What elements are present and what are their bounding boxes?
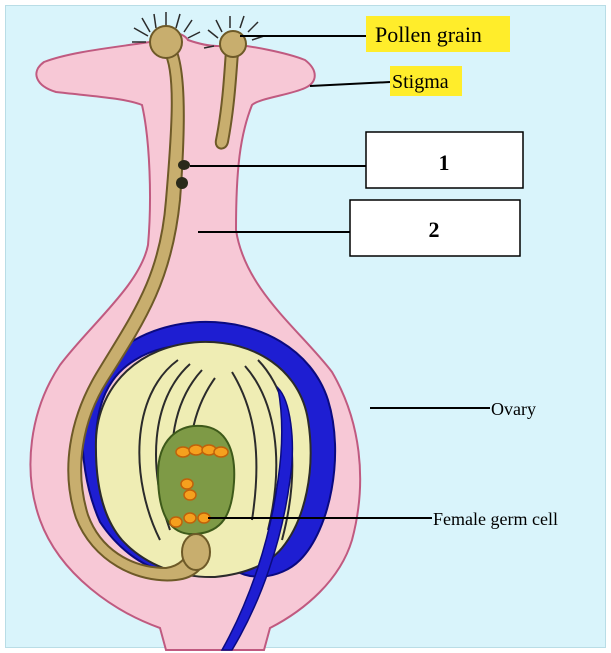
stigma-label: Stigma (392, 71, 449, 93)
pollen-tube-tip (182, 534, 210, 570)
pollen-grain-1 (150, 26, 182, 58)
pollen-grain-2 (220, 31, 246, 57)
answer-box-2-label: 2 (429, 217, 440, 242)
male-gamete-2 (176, 177, 188, 189)
female-germ-cell-label: Female germ cell (433, 509, 558, 529)
ovary-label: Ovary (491, 399, 536, 419)
pollen-grain-label: Pollen grain (375, 22, 482, 47)
male-gamete-1 (178, 160, 190, 170)
answer-box-1-label: 1 (439, 150, 450, 175)
